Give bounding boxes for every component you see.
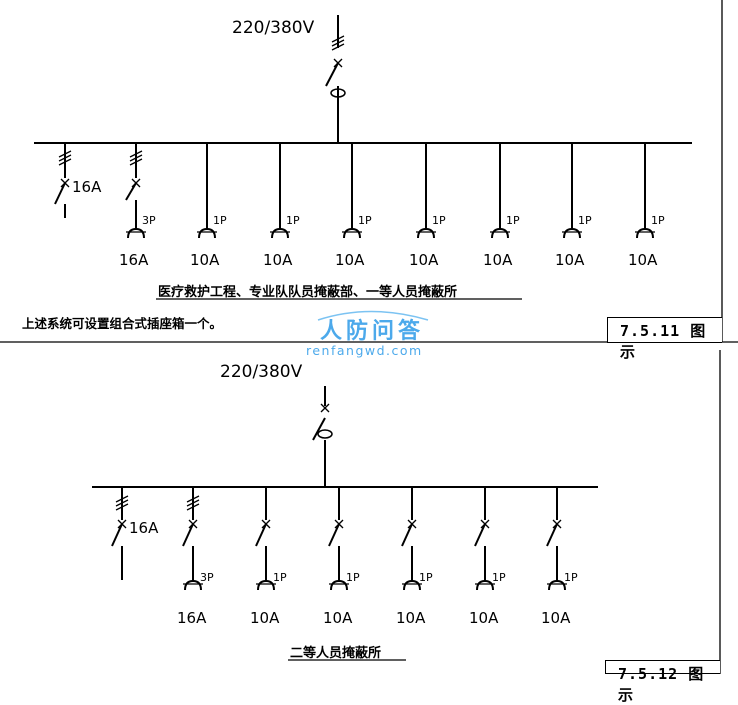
d2-pole-label: 3P — [200, 571, 214, 584]
d1-pole-label: 1P — [578, 214, 592, 227]
watermark-arc — [317, 310, 429, 321]
d1-pole-label: 1P — [213, 214, 227, 227]
d1-pole-label: 1P — [358, 214, 372, 227]
d2-branch-1p-2 — [328, 487, 349, 591]
watermark-url: renfangwd.com — [306, 343, 423, 358]
d1-branch-1p-5 — [490, 143, 510, 239]
d2-pole-label: 1P — [492, 571, 506, 584]
d1-pole-label: 3P — [142, 214, 156, 227]
watermark-name: 人防问答 — [320, 319, 425, 344]
d2-main-feeder — [312, 386, 333, 487]
d1-branch-1p-4 — [416, 143, 436, 239]
d1-branch-3p — [125, 143, 146, 239]
d1-branch-1p-1 — [197, 143, 217, 239]
d1-socket-rating: 10A — [628, 251, 658, 269]
d2-branch-disconnector — [111, 487, 129, 580]
d2-socket-rating: 10A — [541, 609, 571, 627]
d2-disconnector-rating: 16A — [129, 519, 159, 537]
d1-main-feeder — [325, 15, 346, 143]
figure-label-7-5-12: 7.5.12 图示 — [605, 660, 720, 704]
d2-socket-rating: 10A — [323, 609, 353, 627]
d1-socket-rating: 10A — [335, 251, 365, 269]
d1-pole-label: 1P — [651, 214, 665, 227]
d1-branch-disconnector — [54, 143, 72, 218]
d1-branch-1p-3 — [342, 143, 362, 239]
d1-socket-rating: 10A — [555, 251, 585, 269]
d2-pole-label: 1P — [273, 571, 287, 584]
d1-socket-rating: 10A — [190, 251, 220, 269]
wiring-diagram — [0, 0, 738, 674]
d2-socket-rating: 16A — [177, 609, 207, 627]
d2-branch-1p-5 — [546, 487, 567, 591]
d1-branch-1p-2 — [270, 143, 290, 239]
d1-pole-label: 1P — [506, 214, 520, 227]
d2-pole-label: 1P — [346, 571, 360, 584]
figure-label-7-5-11: 7.5.11 图示 — [607, 317, 722, 361]
d1-pole-label: 1P — [286, 214, 300, 227]
d2-voltage-label: 220/380V — [220, 362, 303, 382]
d1-socket-rating: 10A — [263, 251, 293, 269]
d1-branch-1p-6 — [562, 143, 582, 239]
d1-branch-1p-7 — [635, 143, 655, 239]
d1-voltage-label: 220/380V — [232, 18, 315, 38]
d1-socket-rating: 10A — [409, 251, 439, 269]
d1-socket-rating: 16A — [119, 251, 149, 269]
d2-pole-label: 1P — [564, 571, 578, 584]
d2-branch-1p-3 — [401, 487, 422, 591]
d2-branch-3p — [182, 487, 203, 591]
d2-socket-rating: 10A — [250, 609, 280, 627]
d2-socket-rating: 10A — [396, 609, 426, 627]
d1-pole-label: 1P — [432, 214, 446, 227]
d2-pole-label: 1P — [419, 571, 433, 584]
d2-socket-rating: 10A — [469, 609, 499, 627]
d2-branch-1p-1 — [255, 487, 276, 591]
d1-socket-rating: 10A — [483, 251, 513, 269]
d1-caption: 医疗救护工程、专业队队员掩蔽部、一等人员掩蔽所 — [158, 285, 458, 300]
d2-branch-1p-4 — [474, 487, 495, 591]
d2-caption: 二等人员掩蔽所 — [290, 646, 382, 661]
system-note: 上述系统可设置组合式插座箱一个。 — [22, 316, 223, 331]
d1-disconnector-rating: 16A — [72, 178, 102, 196]
